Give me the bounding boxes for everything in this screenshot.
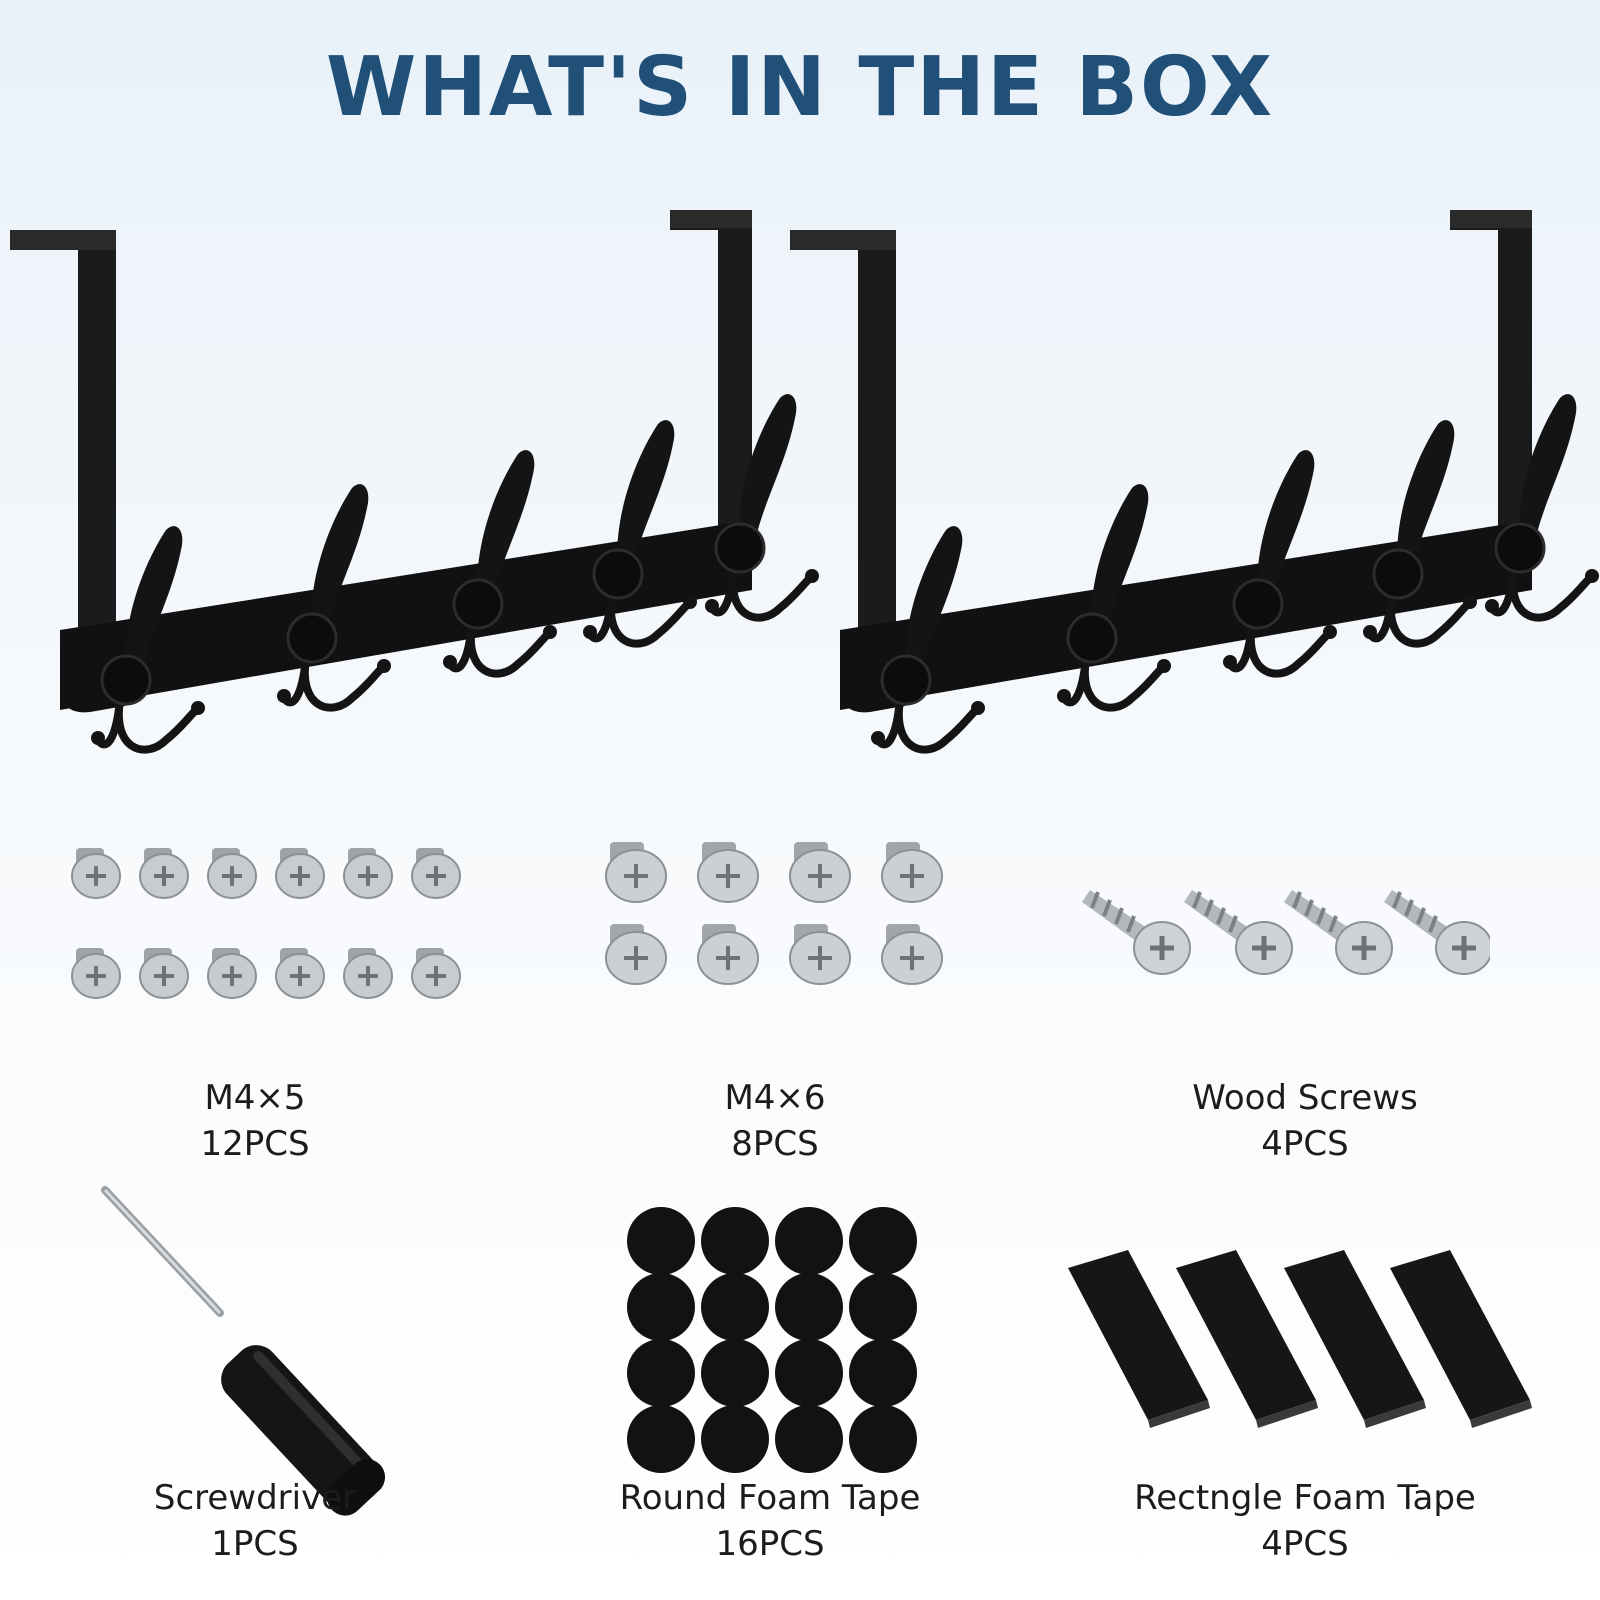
rack-2 — [790, 210, 1599, 750]
item-qty: 4PCS — [1261, 1524, 1349, 1564]
item-label-rect-foam: Rectngle Foam Tape 4PCS — [1105, 1475, 1505, 1567]
item-name: Rectngle Foam Tape — [1134, 1478, 1476, 1518]
screwdriver-icon — [101, 1186, 386, 1516]
rect-foam-icon — [1068, 1250, 1532, 1428]
door-hook-racks-image — [10, 210, 1600, 810]
item-label-m4x6: M4×6 8PCS — [575, 1075, 975, 1167]
rack-1 — [10, 210, 819, 750]
item-name: M4×6 — [724, 1078, 826, 1118]
machine-screws-m4x6-icon — [604, 840, 944, 986]
item-qty: 12PCS — [200, 1124, 310, 1164]
item-qty: 8PCS — [731, 1124, 819, 1164]
item-name: Round Foam Tape — [619, 1478, 921, 1518]
item-label-m4x5: M4×5 12PCS — [55, 1075, 455, 1167]
item-label-screwdriver: Screwdriver 1PCS — [55, 1475, 455, 1567]
wood-screws-icon — [1070, 890, 1490, 1010]
machine-screws-icon — [70, 846, 462, 1000]
item-qty: 1PCS — [211, 1524, 299, 1564]
item-qty: 16PCS — [715, 1524, 825, 1564]
round-foam-icon — [627, 1207, 917, 1473]
item-label-wood-screws: Wood Screws 4PCS — [1105, 1075, 1505, 1167]
item-label-round-foam: Round Foam Tape 16PCS — [570, 1475, 970, 1567]
item-name: Screwdriver — [153, 1478, 357, 1518]
item-name: Wood Screws — [1192, 1078, 1418, 1118]
item-name: M4×5 — [204, 1078, 306, 1118]
page-title: WHAT'S IN THE BOX — [325, 40, 1275, 135]
item-qty: 4PCS — [1261, 1124, 1349, 1164]
